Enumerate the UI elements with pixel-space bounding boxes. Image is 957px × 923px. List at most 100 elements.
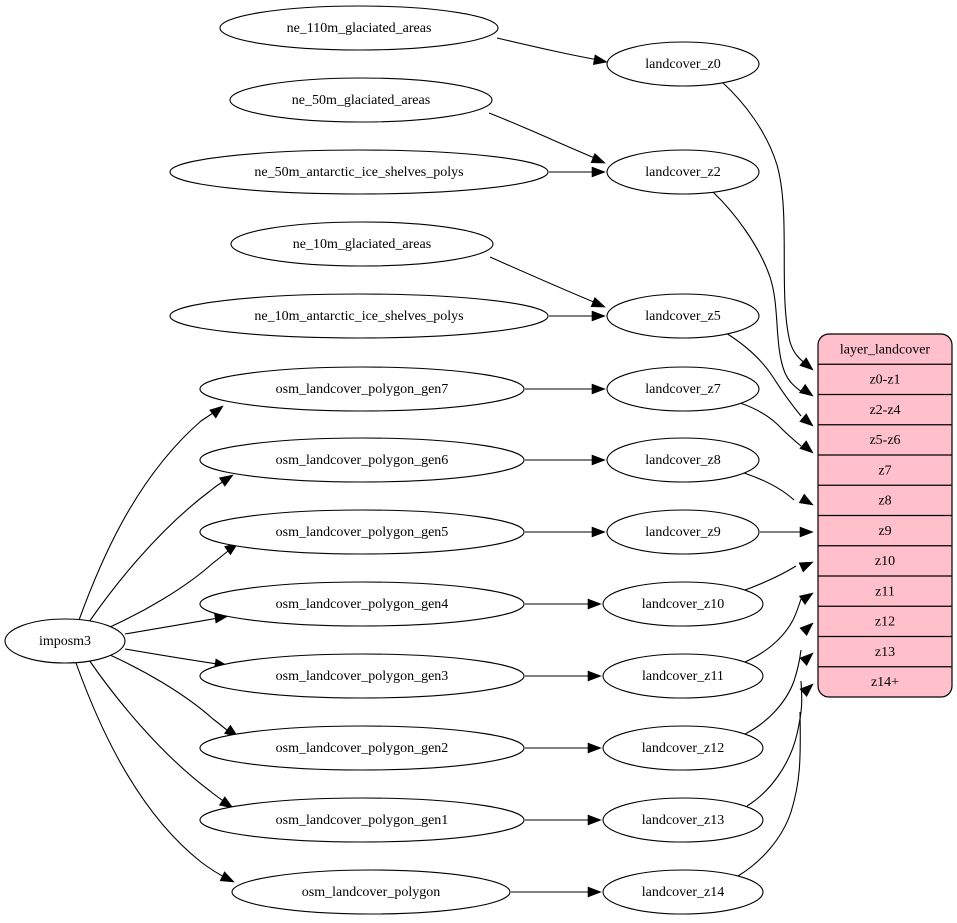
node-shape xyxy=(602,797,764,843)
node-shape xyxy=(199,581,525,627)
layer-node-landcover_z12[interactable]: landcover_z12 xyxy=(602,725,764,771)
edge-landcover_z2-to-layer_landcover:z2-z4 xyxy=(712,191,803,393)
arrowhead-to-landcover_z11 xyxy=(587,670,602,682)
node-label: osm_landcover_polygon_gen6 xyxy=(276,453,449,468)
node-shape xyxy=(199,797,525,843)
arrowhead-to-record-z12 xyxy=(799,622,814,636)
node-label: landcover_z12 xyxy=(642,741,724,756)
layer-node-landcover_z8[interactable]: landcover_z8 xyxy=(606,437,760,483)
arrowhead-to-record-z7 xyxy=(799,440,814,454)
arrowhead-to-landcover_z2-a xyxy=(590,152,606,164)
node-shape xyxy=(229,77,493,123)
layer-node-landcover_z10[interactable]: landcover_z10 xyxy=(602,581,764,627)
arrowhead-to-record-z9 xyxy=(799,526,814,538)
node-label: osm_landcover_polygon_gen4 xyxy=(276,597,449,612)
layer-node-landcover_z11[interactable]: landcover_z11 xyxy=(602,653,764,699)
layer-node-landcover_z0[interactable]: landcover_z0 xyxy=(606,41,760,87)
edge-imposm3-to-osm_landcover_polygon xyxy=(75,662,231,881)
node-shape xyxy=(602,653,764,699)
source-node-osm_landcover_polygon_gen5[interactable]: osm_landcover_polygon_gen5 xyxy=(199,509,525,555)
record-row-label: z0-z1 xyxy=(869,373,900,388)
layer-node-landcover_z14[interactable]: landcover_z14 xyxy=(602,869,764,915)
node-label: osm_landcover_polygon_gen3 xyxy=(276,669,449,684)
layer-node-landcover_z13[interactable]: landcover_z13 xyxy=(602,797,764,843)
source-node-ne_50m_antarctic_ice_shelves_polys[interactable]: ne_50m_antarctic_ice_shelves_polys xyxy=(169,149,549,195)
edge-landcover_z8-to-layer_landcover:z8 xyxy=(743,472,795,501)
source-node-osm_landcover_polygon_gen2[interactable]: osm_landcover_polygon_gen2 xyxy=(199,725,525,771)
source-node-osm_landcover_polygon_gen3[interactable]: osm_landcover_polygon_gen3 xyxy=(199,653,525,699)
node-label: imposm3 xyxy=(39,634,91,649)
source-node-osm_landcover_polygon[interactable]: osm_landcover_polygon xyxy=(231,869,511,915)
arrowhead-to-polygon xyxy=(219,871,235,883)
arrowhead-to-landcover_z14 xyxy=(587,886,602,898)
nodes-layer: imposm3 ne_110m_glaciated_areas ne_50m_gla… xyxy=(4,5,764,915)
layer-node-landcover_z7[interactable]: landcover_z7 xyxy=(606,366,760,412)
source-node-osm_landcover_polygon_gen7[interactable]: osm_landcover_polygon_gen7 xyxy=(199,366,525,412)
node-label: landcover_z5 xyxy=(645,309,720,324)
edge-landcover_z13-to-layer_landcover:z13 xyxy=(746,680,803,807)
root-node-imposm3[interactable]: imposm3 xyxy=(4,618,126,664)
arrowhead-to-record-z0z1 xyxy=(799,357,814,371)
edge-imposm3-to-osm_landcover_polygon_gen6 xyxy=(88,477,230,623)
node-shape xyxy=(199,437,525,483)
edge-landcover_z11-to-layer_landcover:z11 xyxy=(744,598,802,663)
edge-ne_110m_glaciated_areas-to-landcover_z0 xyxy=(496,37,605,62)
arrowhead-to-landcover_z2-b xyxy=(591,166,606,178)
node-label: osm_landcover_polygon_gen7 xyxy=(276,382,449,397)
node-label: osm_landcover_polygon_gen2 xyxy=(276,741,449,756)
arrowhead-to-record-z8 xyxy=(798,493,814,506)
layer-node-landcover_z2[interactable]: landcover_z2 xyxy=(606,149,760,195)
edge-landcover_z0-to-layer_landcover:z0-z1 xyxy=(721,81,809,367)
layer-node-landcover_z9[interactable]: landcover_z9 xyxy=(606,509,760,555)
node-label: osm_landcover_polygon_gen1 xyxy=(276,813,449,828)
arrowhead-to-record-z13 xyxy=(799,652,814,666)
node-shape xyxy=(199,509,525,555)
node-shape xyxy=(606,41,760,87)
node-label: ne_50m_antarctic_ice_shelves_polys xyxy=(254,165,463,180)
record-row-label: z11 xyxy=(875,584,895,599)
edge-imposm3-to-osm_landcover_polygon_gen5 xyxy=(109,545,235,628)
node-shape xyxy=(199,725,525,771)
source-node-ne_110m_glaciated_areas[interactable]: ne_110m_glaciated_areas xyxy=(219,5,499,51)
source-node-ne_50m_glaciated_areas[interactable]: ne_50m_glaciated_areas xyxy=(229,77,493,123)
source-node-ne_10m_glaciated_areas[interactable]: ne_10m_glaciated_areas xyxy=(230,221,494,267)
node-shape xyxy=(606,293,760,339)
node-label: landcover_z13 xyxy=(642,813,724,828)
node-shape xyxy=(606,149,760,195)
node-shape xyxy=(602,869,764,915)
arrowhead-to-landcover_z12 xyxy=(587,742,602,754)
node-shape xyxy=(219,5,499,51)
arrowhead-to-record-z10 xyxy=(798,561,814,573)
record-row-label: z10 xyxy=(875,554,895,569)
source-node-osm_landcover_polygon_gen1[interactable]: osm_landcover_polygon_gen1 xyxy=(199,797,525,843)
record-row-label: z5-z6 xyxy=(869,433,900,448)
layer-node-landcover_z5[interactable]: landcover_z5 xyxy=(606,293,760,339)
arrowhead-to-landcover_z5-a xyxy=(590,296,606,308)
arrowhead-to-record-z5z6 xyxy=(799,413,814,427)
arrowhead-to-landcover_z13 xyxy=(587,814,602,826)
arrowhead-to-record-z2z4 xyxy=(798,383,814,397)
record-row-label: z14+ xyxy=(871,675,899,690)
record-row-label: z7 xyxy=(878,463,891,478)
node-shape xyxy=(169,293,549,339)
edges-layer xyxy=(75,37,809,893)
edge-imposm3-to-osm_landcover_polygon_gen7 xyxy=(78,408,220,621)
record-node-layer: layer_landcoverz0-z1z2-z4z5-z6z7z8z9z10z… xyxy=(817,333,953,698)
record-row-label: z12 xyxy=(875,615,895,630)
arrowhead-to-landcover_z8 xyxy=(591,454,606,466)
node-label: landcover_z9 xyxy=(645,525,720,540)
node-label: ne_10m_glaciated_areas xyxy=(293,237,431,252)
arrowhead-to-record-z14 xyxy=(799,683,814,697)
edge-landcover_z5-to-layer_landcover:z5-z6 xyxy=(725,332,802,417)
node-label: osm_landcover_polygon xyxy=(302,885,440,900)
arrowhead-to-landcover_z9 xyxy=(591,526,606,538)
source-node-ne_10m_antarctic_ice_shelves_polys[interactable]: ne_10m_antarctic_ice_shelves_polys xyxy=(169,293,549,339)
arrowhead-to-gen6 xyxy=(218,474,234,487)
source-node-osm_landcover_polygon_gen6[interactable]: osm_landcover_polygon_gen6 xyxy=(199,437,525,483)
node-shape xyxy=(231,869,511,915)
arrowhead-to-record-z11 xyxy=(798,592,814,605)
edge-landcover_z12-to-layer_landcover:z12 xyxy=(744,649,802,735)
source-node-osm_landcover_polygon_gen4[interactable]: osm_landcover_polygon_gen4 xyxy=(199,581,525,627)
